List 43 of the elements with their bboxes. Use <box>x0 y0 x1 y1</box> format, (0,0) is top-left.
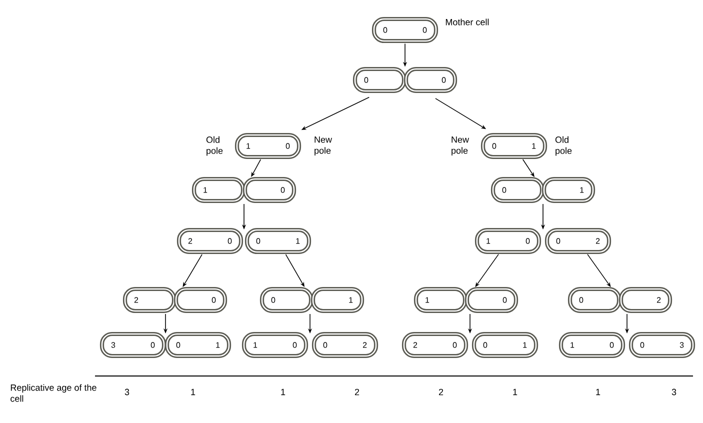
cell: 2 0 <box>176 228 244 254</box>
cell: 1 0 <box>558 332 626 358</box>
age-value: 1 <box>596 388 600 396</box>
cell-label: New pole <box>452 136 470 156</box>
cell: 1 0 <box>234 132 302 160</box>
dividing-cell: 2 0 <box>122 286 228 314</box>
cell: 1 0 <box>474 228 542 254</box>
cell: 0 1 <box>480 132 548 160</box>
cell: 0 2 <box>312 332 378 358</box>
cell: 3 0 <box>100 332 166 358</box>
age-value: 1 <box>191 388 196 396</box>
node-label: 2 <box>656 297 661 303</box>
cell: 0 1 <box>164 332 232 358</box>
age-value: 3 <box>124 388 130 396</box>
age-value: 1 <box>513 388 518 396</box>
node-label: 0 <box>280 187 285 193</box>
node-label: 0 <box>212 297 216 303</box>
cell-label: Old pole <box>555 136 572 156</box>
age-value: 3 <box>672 388 676 396</box>
age-value: 2 <box>438 388 444 396</box>
age-value: 2 <box>354 388 360 396</box>
node-label: 0 <box>364 77 368 83</box>
cell: 2 0 <box>402 332 468 358</box>
cell: 0 1 <box>472 332 538 358</box>
cell: 0 0 <box>372 16 438 44</box>
cell-label: Mother cell <box>446 18 489 26</box>
dividing-cell: 0 1 <box>260 286 364 314</box>
axis-label: Replicative age of the cell <box>10 384 96 402</box>
node-label: 1 <box>349 297 353 303</box>
dividing-cell: 1 0 <box>414 286 518 314</box>
age-value: 1 <box>281 388 286 396</box>
cell-label: Old pole <box>206 136 223 156</box>
cell: 0 2 <box>544 228 612 254</box>
cell: 0 1 <box>244 228 312 254</box>
cell: 0 3 <box>628 332 696 358</box>
dividing-cell: 1 0 <box>192 176 296 204</box>
node-label: 0 <box>502 297 507 303</box>
cell: 1 0 <box>242 332 308 358</box>
dividing-cell: 0 2 <box>568 286 672 314</box>
dividing-cell: 0 1 <box>490 176 596 204</box>
node-label: 0 <box>502 187 506 193</box>
dividing-cell: 0 0 <box>352 66 458 94</box>
cell-label: New pole <box>314 136 332 156</box>
